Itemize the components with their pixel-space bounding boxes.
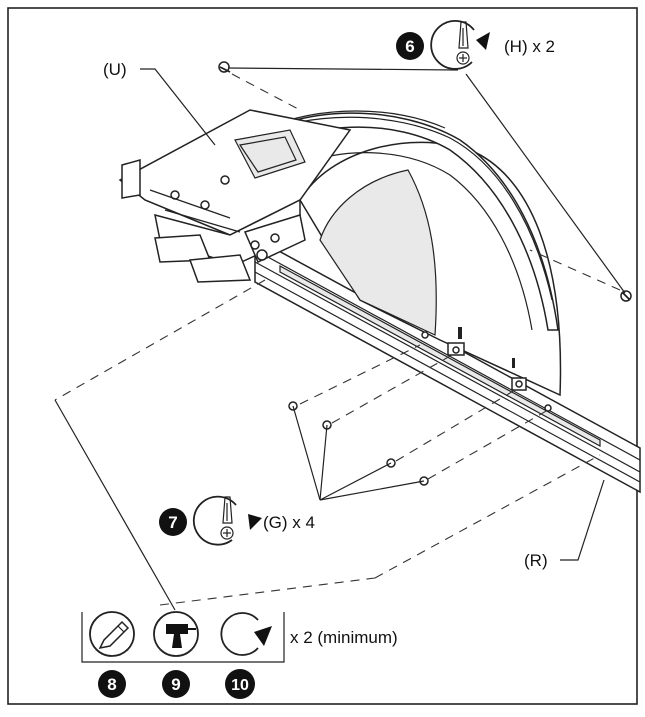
step-7-number: 7 (168, 513, 177, 532)
group-text: x 2 (minimum) (290, 628, 398, 647)
steps-8-10-group: x 2 (minimum) 8 9 10 (81, 611, 398, 699)
step-6: 6 (H) x 2 (396, 20, 555, 70)
group-bracket (81, 612, 285, 663)
label-r: (R) (524, 551, 548, 570)
step-6-number: 6 (405, 37, 414, 56)
leader-h-2 (465, 73, 626, 294)
step-6-text: (H) x 2 (504, 37, 555, 56)
drill-icon (153, 611, 199, 657)
arched-housing (118, 109, 562, 397)
step-9-number: 9 (171, 675, 180, 694)
leader-drill (54, 399, 176, 611)
leaders-g (292, 405, 425, 501)
step-10-number: 10 (231, 677, 249, 694)
step-8-number: 8 (107, 675, 116, 694)
step-7-text: (G) x 4 (263, 513, 315, 532)
step-9-badge (162, 670, 190, 698)
drill-outline-left (54, 279, 266, 401)
step-8-badge (98, 670, 126, 698)
drill-outline-right (374, 454, 601, 579)
leader-u (140, 68, 216, 146)
screwdriver-clockwise-icon (430, 20, 490, 70)
leader-r (560, 479, 605, 561)
pencil-icon (89, 611, 135, 657)
rail-r (254, 236, 641, 494)
label-u: (U) (103, 60, 127, 79)
leader-h-1 (227, 67, 459, 71)
screws-h (218, 61, 632, 302)
step-7: 7 (G) x 4 (159, 495, 315, 546)
diagram-frame (7, 7, 638, 705)
step-10-badge (225, 669, 255, 699)
step-7-badge (159, 508, 187, 536)
screwdriver-clockwise-icon (192, 495, 262, 546)
screws-g (288, 401, 429, 486)
step-6-badge (396, 32, 424, 60)
rotate-clockwise-icon (220, 612, 272, 656)
rail-tabs (421, 327, 552, 412)
